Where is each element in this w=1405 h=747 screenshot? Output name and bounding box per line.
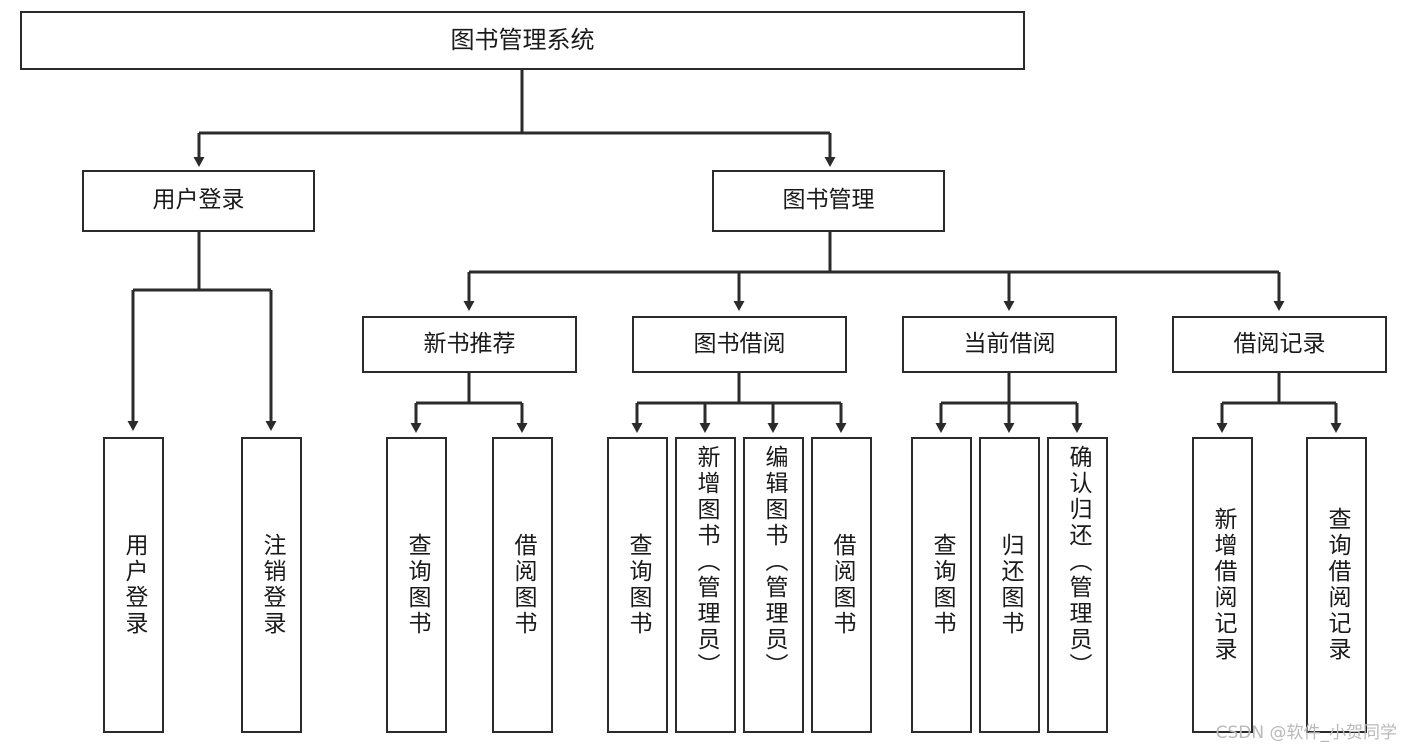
node-new-book-recommend-label: 新书推荐 [423,330,516,357]
leaf-query-book-2-label: 查询图书 [625,533,651,637]
leaf-query-record-label: 查询借阅记录 [1324,507,1350,663]
leaf-add-book[interactable]: 新增图书（管理员） [675,437,736,733]
node-new-book-recommend[interactable]: 新书推荐 [362,316,577,373]
leaf-query-book-2[interactable]: 查询图书 [607,437,668,733]
leaf-add-record-label: 新增借阅记录 [1210,507,1236,663]
leaf-logout-login-label: 注销登录 [259,533,285,637]
leaf-query-book-1[interactable]: 查询图书 [386,437,447,733]
leaf-user-login-label: 用户登录 [121,533,147,637]
leaf-borrow-book-1[interactable]: 借阅图书 [492,437,553,733]
node-user-login-label: 用户登录 [152,187,245,214]
leaf-return-book[interactable]: 归还图书 [979,437,1040,733]
node-book-management[interactable]: 图书管理 [712,170,945,232]
node-book-management-label: 图书管理 [782,187,875,214]
node-user-login[interactable]: 用户登录 [82,170,315,232]
leaf-query-book-3[interactable]: 查询图书 [911,437,972,733]
leaf-borrow-book-2[interactable]: 借阅图书 [811,437,872,733]
node-current-borrow-label: 当前借阅 [963,330,1056,357]
leaf-confirm-return-label: 确认归还（管理员） [1065,445,1091,679]
leaf-query-book-1-label: 查询图书 [404,533,430,637]
leaf-add-record[interactable]: 新增借阅记录 [1192,437,1253,733]
leaf-add-book-label: 新增图书（管理员） [693,445,719,679]
node-borrow-record[interactable]: 借阅记录 [1172,316,1387,373]
leaf-query-book-3-label: 查询图书 [929,533,955,637]
node-book-borrow[interactable]: 图书借阅 [632,316,847,373]
node-current-borrow[interactable]: 当前借阅 [902,316,1117,373]
leaf-query-record[interactable]: 查询借阅记录 [1306,437,1367,733]
leaf-confirm-return[interactable]: 确认归还（管理员） [1047,437,1108,733]
watermark-text: CSDN @软件_小贺同学 [1215,723,1397,743]
node-borrow-record-label: 借阅记录 [1233,330,1326,357]
leaf-borrow-book-2-label: 借阅图书 [829,533,855,637]
leaf-edit-book[interactable]: 编辑图书（管理员） [743,437,804,733]
node-root-label: 图书管理系统 [450,26,595,55]
node-book-borrow-label: 图书借阅 [693,330,786,357]
leaf-user-login[interactable]: 用户登录 [103,437,164,733]
leaf-borrow-book-1-label: 借阅图书 [510,533,536,637]
leaf-return-book-label: 归还图书 [997,533,1023,637]
node-root[interactable]: 图书管理系统 [20,11,1025,70]
leaf-edit-book-label: 编辑图书（管理员） [761,445,787,679]
leaf-logout-login[interactable]: 注销登录 [241,437,302,733]
